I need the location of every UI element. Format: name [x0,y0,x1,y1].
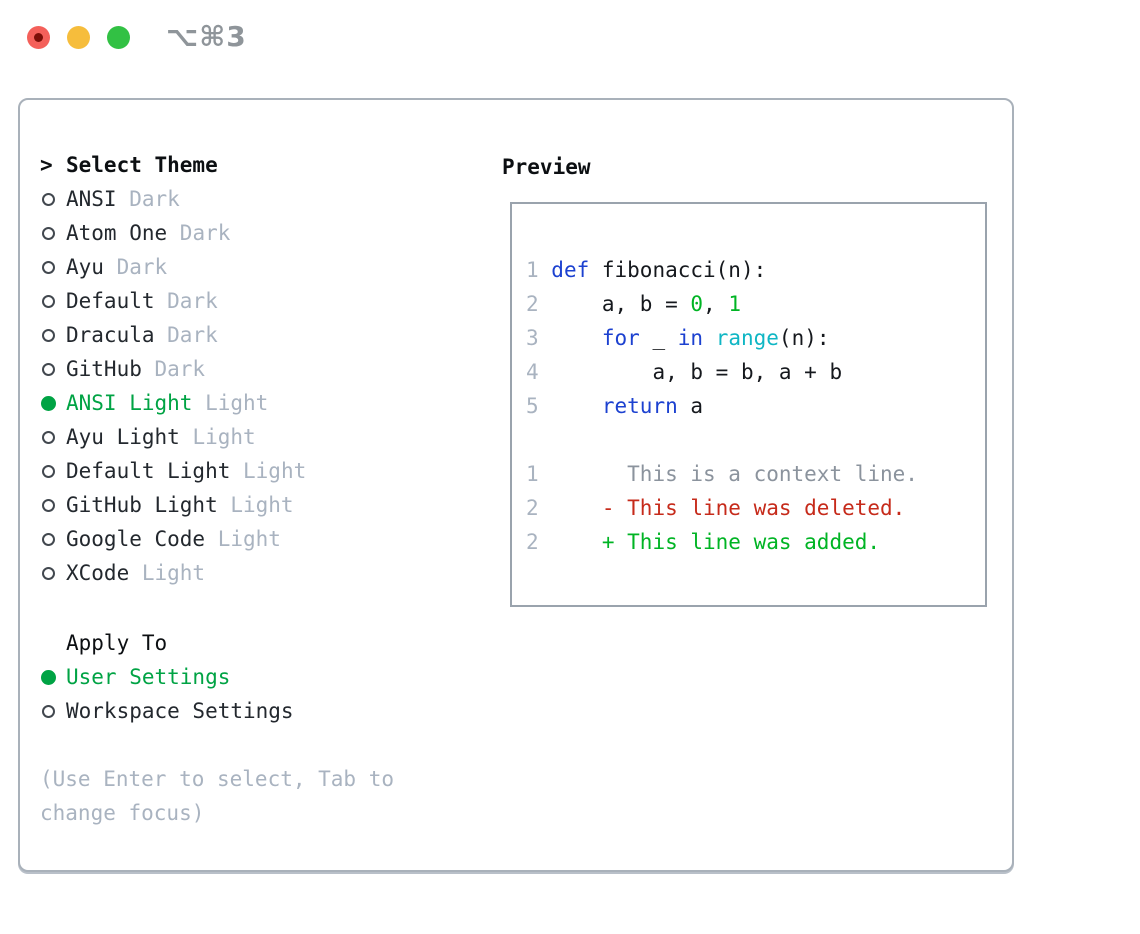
theme-option[interactable]: Atom One Dark [40,216,492,250]
radio-unselected-icon [42,226,55,240]
theme-option[interactable]: Default Dark [40,284,492,318]
radio-unselected-icon [42,498,55,512]
theme-option[interactable]: Default Light Light [40,454,492,488]
theme-name: GitHub Light [66,493,218,517]
line-number: 2 [526,530,552,554]
apply-to-option-label: Workspace Settings [66,699,294,723]
theme-variant-tag: Dark [167,289,218,313]
maximize-button[interactable] [107,26,130,49]
code-preview: 1 def fibonacci(n): 2 a, b = 0, 1 3 for … [526,253,985,559]
preview-label: Preview [502,155,591,179]
radio-unselected-icon [42,294,55,308]
theme-option[interactable]: Dracula Dark [40,318,492,352]
line-number: 3 [526,326,552,350]
apply-to-label: Apply To [66,631,168,655]
main-panel: > Select Theme ANSI Dark Atom One Dark A… [18,98,1014,872]
preview-box: 1 def fibonacci(n): 2 a, b = 0, 1 3 for … [510,202,987,607]
select-theme-header: > Select Theme [40,148,492,182]
theme-list: ANSI Dark Atom One Dark Ayu Dark Default… [40,182,492,590]
titlebar: ⌥⌘3 [0,0,1140,74]
radio-unselected-icon [42,532,55,546]
apply-to-list: User Settings Workspace Settings [40,660,492,728]
apply-to-option[interactable]: User Settings [40,660,492,694]
radio-unselected-icon [42,260,55,274]
radio-selected-icon [41,669,56,685]
line-number: 1 [526,462,552,486]
theme-name: XCode [66,561,130,585]
radio-unselected-icon [42,192,55,206]
theme-option[interactable]: GitHub Light Light [40,488,492,522]
close-button[interactable] [27,26,50,49]
radio-unselected-icon [42,464,55,478]
radio-unselected-icon [42,704,55,718]
apply-to-option-label: User Settings [66,665,231,689]
theme-variant-tag: Dark [167,323,218,347]
select-theme-label: Select Theme [66,153,218,177]
line-number: 1 [526,258,552,282]
code-line: 3 for _ in range(n): [526,326,830,350]
line-number: 2 [526,292,552,316]
radio-unselected-icon [42,566,55,580]
line-number: 5 [526,394,552,418]
theme-variant-tag: Dark [179,221,231,245]
theme-variant-tag: Light [205,391,269,415]
theme-option[interactable]: ANSI Dark [40,182,492,216]
code-line [526,423,985,457]
theme-variant-tag: Dark [154,357,206,381]
theme-variant-tag: Light [243,459,307,483]
spacer [40,728,492,762]
apply-to-header: Apply To [40,626,492,660]
code-line: 2 a, b = 0, 1 [526,292,741,316]
code-line: 2 + This line was added. [526,530,881,554]
spacer [40,590,492,626]
code-line: 2 - This line was deleted. [526,496,906,520]
theme-option[interactable]: GitHub Dark [40,352,492,386]
theme-name: Dracula [66,323,155,347]
theme-option[interactable]: ANSI Light Light [40,386,492,420]
theme-name: Default Light [66,459,231,483]
theme-name: Atom One [66,221,168,245]
window-title: ⌥⌘3 [166,20,247,53]
line-number: 2 [526,496,552,520]
theme-variant-tag: Light [230,493,294,517]
theme-name: ANSI [66,187,117,211]
minimize-button[interactable] [67,26,90,49]
theme-option[interactable]: Google Code Light [40,522,492,556]
theme-option[interactable]: XCode Light [40,556,492,590]
pointer-icon: > [40,153,53,177]
theme-name: GitHub [66,357,142,381]
line-number: 4 [526,360,552,384]
help-text: (Use Enter to select, Tab to change focu… [40,767,395,825]
theme-option[interactable]: Ayu Dark [40,250,492,284]
theme-variant-tag: Light [141,561,206,585]
close-button-dot-icon [34,33,43,42]
theme-selector-column: > Select Theme ANSI Dark Atom One Dark A… [40,148,492,830]
theme-name: Ayu Light [66,425,180,449]
theme-name: Default [66,289,155,313]
theme-variant-tag: Dark [129,187,180,211]
theme-option[interactable]: Ayu Light Light [40,420,492,454]
apply-to-option[interactable]: Workspace Settings [40,694,492,728]
theme-name: ANSI Light [66,391,193,415]
code-line: 1 This is a context line. [526,462,918,486]
radio-unselected-icon [42,430,55,444]
radio-unselected-icon [42,328,55,342]
theme-variant-tag: Dark [116,255,168,279]
theme-name: Ayu [66,255,104,279]
radio-selected-icon [41,395,56,411]
theme-name: Google Code [66,527,206,551]
code-line: 1 def fibonacci(n): [526,258,767,282]
code-line: 4 a, b = b, a + b [526,360,843,384]
code-line: 5 return a [526,394,704,418]
theme-variant-tag: Light [192,425,256,449]
theme-variant-tag: Light [217,527,281,551]
radio-unselected-icon [42,362,55,376]
